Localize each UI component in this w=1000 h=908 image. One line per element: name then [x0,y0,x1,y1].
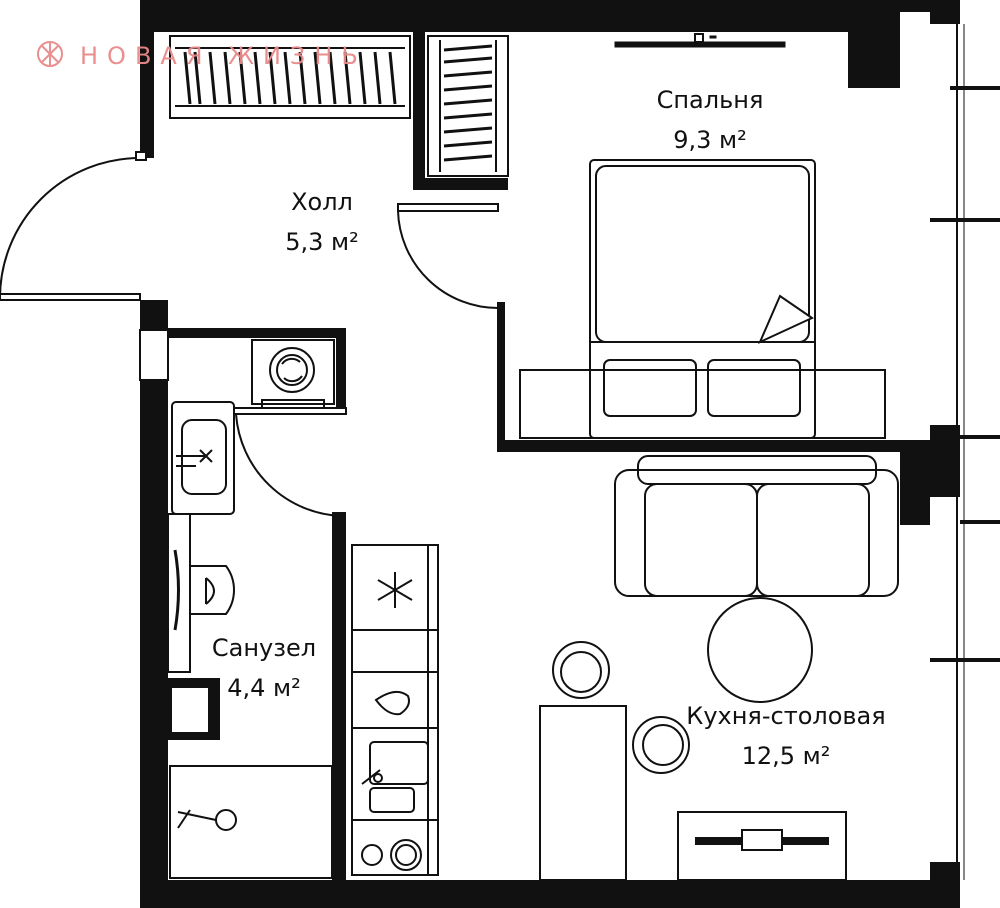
brand-logo: НОВАЯ ЖИЗНЬ [37,41,367,70]
tv [614,33,786,48]
shower [169,765,333,879]
room-area-kitchen: 12,5 м² [742,742,831,770]
window-wall [930,24,1000,880]
washbasin [171,401,235,515]
room-area-bathroom: 4,4 м² [227,674,301,702]
washing-machine [251,339,335,409]
hall-wardrobe [169,35,411,119]
round-table [707,597,813,703]
bedroom-door [397,203,499,309]
room-label-kitchen: Кухня-столовая 12,5 м² [686,702,885,770]
sofa [614,455,899,597]
room-name-hall: Холл [291,188,353,216]
room-area-bedroom: 9,3 м² [673,126,747,154]
room-name-kitchen: Кухня-столовая [686,702,885,730]
bed [519,159,886,439]
dining-set [539,641,690,881]
walls [140,0,960,908]
room-name-bedroom: Спальня [657,86,764,114]
kitchen-counter [351,544,439,876]
bedroom-wardrobe [427,35,509,177]
room-label-hall: Холл 5,3 м² [285,188,359,256]
tv-stand [677,811,847,881]
room-label-bathroom: Санузел 4,4 м² [212,634,316,702]
room-name-bathroom: Санузел [212,634,316,662]
toilet [167,513,235,673]
entrance-door [0,151,147,301]
brand-logo-text: НОВАЯ ЖИЗНЬ [80,42,367,70]
room-label-bedroom: Спальня 9,3 м² [657,86,764,154]
bathroom-door [233,407,347,517]
room-area-hall: 5,3 м² [285,228,359,256]
